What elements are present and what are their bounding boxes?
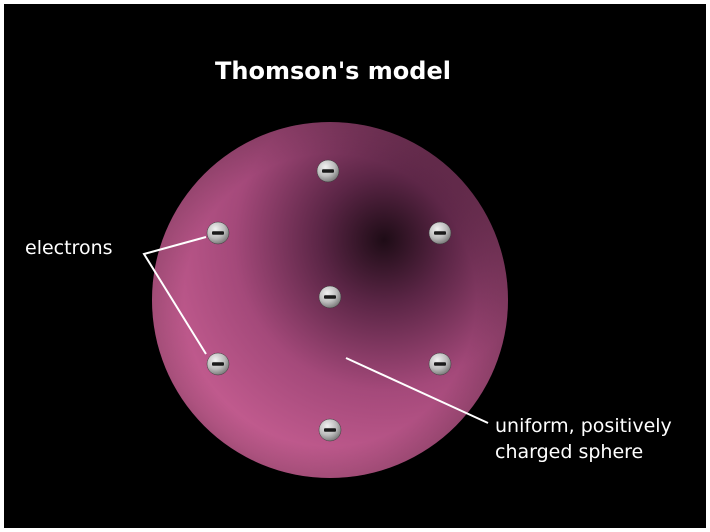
diagram-title: Thomson's model [215, 57, 451, 85]
electron [428, 352, 452, 376]
sphere-label-line2: charged sphere [495, 441, 643, 463]
electron [206, 221, 230, 245]
electron [206, 352, 230, 376]
electrons-callout-line [142, 236, 207, 355]
electron [428, 221, 452, 245]
electrons-label: electrons [25, 237, 113, 259]
sphere-label-line1: uniform, positively [495, 415, 672, 437]
sphere-callout-line [345, 357, 489, 424]
electron [318, 285, 342, 309]
electron [316, 159, 340, 183]
electron [318, 418, 342, 442]
